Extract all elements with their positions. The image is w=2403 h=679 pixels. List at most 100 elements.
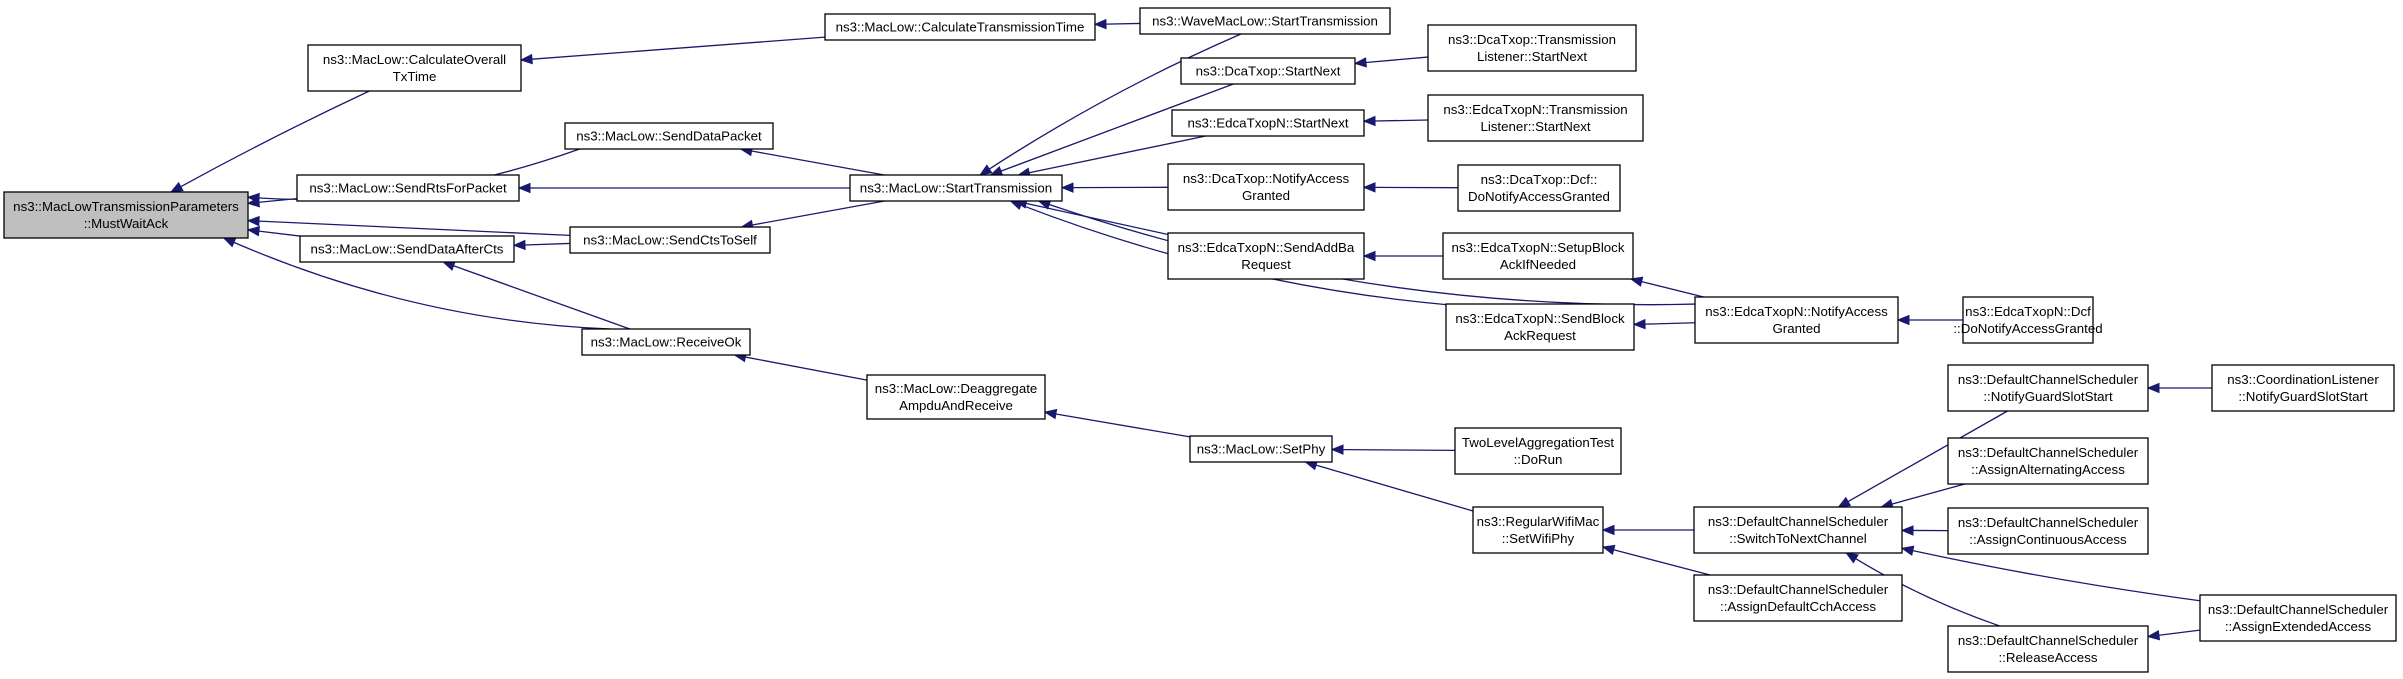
node-assign-extended[interactable]: ns3::DefaultChannelScheduler::AssignExte… [2199, 594, 2397, 642]
node-box [581, 328, 751, 356]
node-assign-continuous[interactable]: ns3::DefaultChannelScheduler::AssignCont… [1947, 507, 2149, 555]
arrowhead-icon [1330, 444, 1344, 455]
node-edca-notify[interactable]: ns3::EdcaTxopN::NotifyAccessGranted [1694, 296, 1899, 344]
edge-notify_guard-to-switch_next [1837, 410, 2008, 508]
graph-nodes: ns3::MacLowTransmissionParameters::MustW… [3, 7, 2397, 673]
node-box [307, 44, 522, 92]
arrowhead-icon [246, 215, 260, 227]
node-label: ns3::RegularWifiMac [1477, 514, 1600, 529]
edge-line [1365, 56, 1429, 64]
node-must-wait-ack: ns3::MacLowTransmissionParameters::MustW… [3, 191, 249, 239]
arrowhead-icon [1043, 408, 1058, 420]
node-label: ns3::WaveMacLow::StartTransmission [1152, 14, 1378, 29]
edge-release_access-to-switch_next [1845, 552, 2000, 627]
node-label: ns3::DefaultChannelScheduler [1958, 515, 2139, 530]
node-dca-notify[interactable]: ns3::DcaTxop::NotifyAccessGranted [1167, 163, 1365, 211]
node-assign-alternating[interactable]: ns3::DefaultChannelScheduler::AssignAlte… [1947, 437, 2149, 485]
edge-line [752, 200, 885, 226]
node-label: ::NotifyGuardSlotStart [2238, 389, 2368, 404]
arrowhead-icon [978, 164, 993, 176]
node-label: Granted [1772, 321, 1820, 336]
arrowhead-icon [989, 166, 1004, 176]
node-label: ::AssignDefaultCchAccess [1720, 599, 1876, 614]
node-label: ns3::DcaTxop::NotifyAccess [1183, 171, 1350, 186]
node-two-level[interactable]: TwoLevelAggregationTest::DoRun [1454, 427, 1622, 475]
edge-line [1000, 83, 1234, 172]
node-calc-txtime[interactable]: ns3::MacLow::CalculateTransmissionTime [824, 13, 1096, 41]
node-label: ns3::DefaultChannelScheduler [1958, 633, 2139, 648]
node-start-tx[interactable]: ns3::MacLow::StartTransmission [849, 174, 1063, 202]
node-box [1167, 163, 1365, 211]
node-label: ns3::MacLow::CalculateOverall [323, 52, 506, 67]
edge-edca_setup_block-to-edca_send_addba [1362, 250, 1444, 262]
edge-line [1055, 413, 1191, 438]
edge-two_level-to-set_phy [1330, 444, 1456, 455]
node-label: ::NotifyGuardSlotStart [1983, 389, 2113, 404]
node-send-cts-self[interactable]: ns3::MacLow::SendCtsToSelf [569, 226, 771, 254]
edge-line [1613, 549, 1711, 576]
edge-line [524, 242, 571, 246]
node-set-phy[interactable]: ns3::MacLow::SetPhy [1189, 435, 1333, 463]
node-box [1454, 427, 1622, 475]
node-box [1472, 506, 1604, 554]
edge-send_rts-to-must_wait_ack [246, 197, 298, 208]
node-label: ns3::EdcaTxopN::SendAddBa [1178, 240, 1355, 255]
node-box [1694, 296, 1899, 344]
node-box [1180, 57, 1356, 85]
node-label: Request [1241, 257, 1291, 272]
node-box [1427, 24, 1637, 72]
edge-line [751, 150, 885, 176]
node-box [1171, 109, 1365, 137]
node-switch-next[interactable]: ns3::DefaultChannelScheduler::SwitchToNe… [1693, 506, 1903, 554]
node-label: ns3::EdcaTxopN::StartNext [1187, 116, 1348, 131]
edge-line [531, 36, 826, 60]
arrowhead-icon [169, 181, 184, 193]
node-edca-listener[interactable]: ns3::EdcaTxopN::TransmissionListener::St… [1427, 94, 1644, 142]
edge-assign_alternating-to-switch_next [1880, 483, 1965, 509]
node-label: AckIfNeeded [1500, 257, 1576, 272]
node-label: ::AssignContinuousAccess [1969, 532, 2127, 547]
node-label: ::AssignAlternatingAccess [1971, 462, 2125, 477]
node-send-rts[interactable]: ns3::MacLow::SendRtsForPacket [296, 174, 520, 202]
node-dca-listener[interactable]: ns3::DcaTxop::TransmissionListener::Star… [1427, 24, 1637, 72]
node-send-data-after-cts[interactable]: ns3::MacLow::SendDataAfterCts [299, 235, 515, 263]
node-receive-ok[interactable]: ns3::MacLow::ReceiveOk [581, 328, 751, 356]
node-label: ns3::MacLow::SetPhy [1197, 442, 1326, 457]
node-label: TxTime [393, 69, 437, 84]
node-box [1947, 507, 2149, 555]
node-edca-dcf[interactable]: ns3::EdcaTxopN::Dcf::DoNotifyAccessGrant… [1953, 296, 2103, 344]
node-dca-dcf[interactable]: ns3::DcaTxop::Dcf::DoNotifyAccessGranted [1457, 164, 1621, 212]
arrowhead-icon [1601, 524, 1615, 536]
node-assign-default-cch[interactable]: ns3::DefaultChannelScheduler::AssignDefa… [1693, 574, 1903, 622]
node-wave-start[interactable]: ns3::WaveMacLow::StartTransmission [1139, 7, 1391, 35]
node-label: ns3::DefaultChannelScheduler [1958, 445, 2139, 460]
edge-line [988, 33, 1242, 170]
arrowhead-icon [1632, 318, 1646, 330]
edge-assign_extended-to-switch_next [1900, 545, 2201, 602]
node-edca-start-next[interactable]: ns3::EdcaTxopN::StartNext [1171, 109, 1365, 137]
node-release-access[interactable]: ns3::DefaultChannelScheduler::ReleaseAcc… [1947, 625, 2149, 673]
graph-edges [169, 18, 2213, 641]
node-label: ns3::EdcaTxopN::Transmission [1443, 102, 1627, 117]
node-box [1189, 435, 1333, 463]
node-label: ::MustWaitAck [84, 216, 169, 231]
node-regular-wifi[interactable]: ns3::RegularWifiMac::SetWifiPhy [1472, 506, 1604, 554]
node-send-data-packet[interactable]: ns3::MacLow::SendDataPacket [564, 122, 774, 150]
node-label: ns3::MacLowTransmissionParameters [13, 199, 239, 214]
node-coord-listener[interactable]: ns3::CoordinationListener::NotifyGuardSl… [2211, 364, 2395, 412]
node-label: ::DoRun [1514, 452, 1563, 467]
edge-line [1342, 448, 1456, 452]
node-dca-start-next[interactable]: ns3::DcaTxop::StartNext [1180, 57, 1356, 85]
node-label: AmpduAndReceive [899, 398, 1013, 413]
arrowhead-icon [1093, 18, 1107, 30]
node-notify-guard[interactable]: ns3::DefaultChannelScheduler::NotifyGuar… [1947, 364, 2149, 412]
arrowhead-icon [1896, 314, 1910, 326]
edge-regular_wifi-to-set_phy [1304, 460, 1474, 512]
edge-line [1891, 483, 1965, 505]
edge-start_tx-to-send_data_packet [739, 145, 885, 176]
